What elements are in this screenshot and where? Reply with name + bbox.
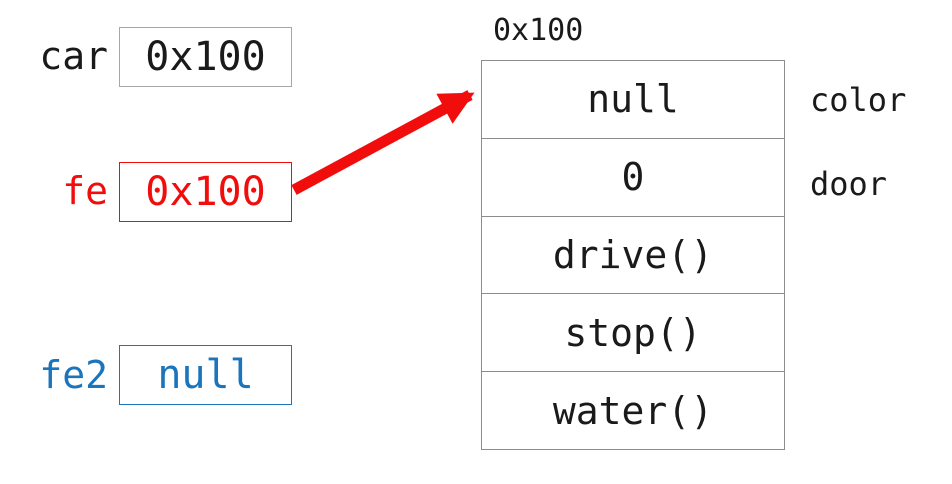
variable-label-car: car [39,34,108,78]
variable-value-box-car: 0x100 [119,27,292,87]
object-address-label: 0x100 [493,13,584,48]
object-row-water-method: water() [552,388,714,433]
variable-value-box-fe: 0x100 [119,162,292,222]
object-row-drive-method: drive() [482,217,784,295]
variable-label-fe: fe [62,169,108,213]
object-row-color-field: null [482,61,784,139]
object-row-door-field: 0 [482,139,784,217]
variable-value-box-fe2: null [119,345,292,405]
field-label-door: door [810,165,888,203]
variable-label-fe2: fe2 [39,353,108,397]
object-table: null 0 drive() stop() water() [481,60,785,450]
field-label-color: color [810,81,907,119]
arrow-shaft [291,90,475,195]
object-row-stop-method: stop() [482,294,784,373]
